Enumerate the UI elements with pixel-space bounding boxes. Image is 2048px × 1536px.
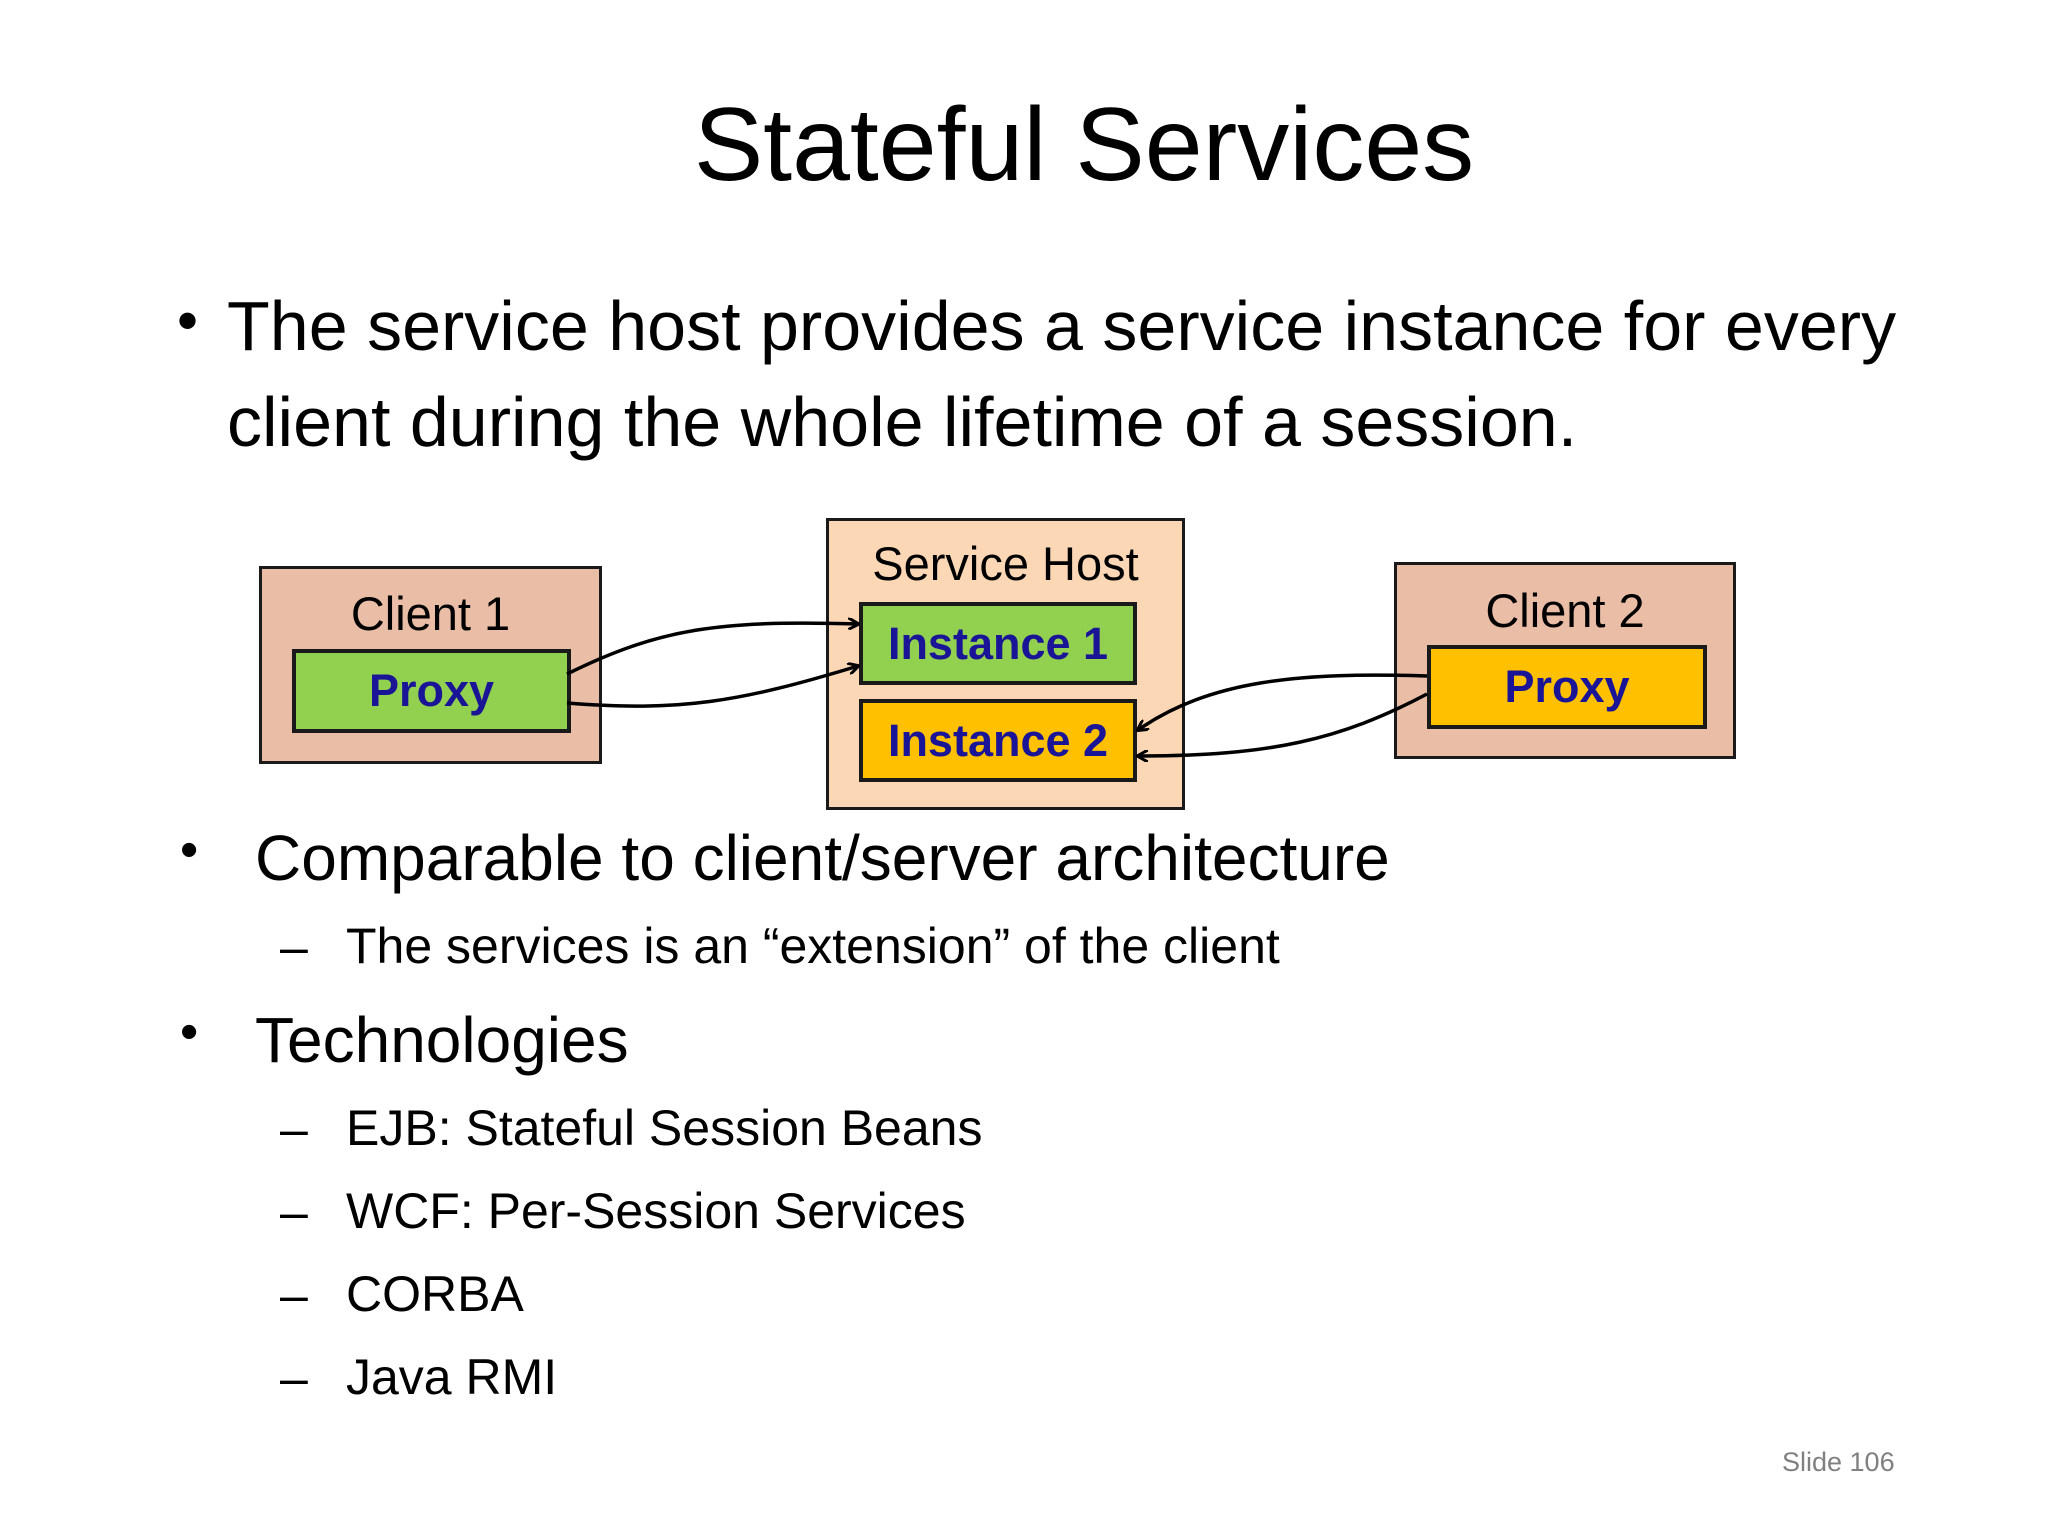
sub-bullet-extension: The services is an “extension” of the cl… bbox=[346, 918, 1280, 974]
dash-marker: – bbox=[280, 1184, 308, 1240]
slide-number: Slide 106 bbox=[1782, 1447, 1895, 1477]
bullet-marker: • bbox=[177, 287, 199, 354]
client1-label: Client 1 bbox=[350, 587, 511, 640]
arrow-client1-to-instance1-a bbox=[566, 623, 858, 676]
bullet-comparable: Comparable to client/server architecture bbox=[255, 822, 1390, 894]
bullet-technologies: Technologies bbox=[255, 1004, 629, 1076]
service-host-box: Service Host Instance 1 Instance 2 bbox=[826, 518, 1185, 810]
instance1-box: Instance 1 bbox=[859, 602, 1137, 685]
bullet-marker: • bbox=[180, 821, 199, 879]
sub-bullet-wcf: WCF: Per-Session Services bbox=[346, 1183, 966, 1239]
sub-bullet-corba: CORBA bbox=[346, 1266, 524, 1322]
slide-title: Stateful Services bbox=[693, 87, 1475, 203]
dash-marker: – bbox=[280, 919, 308, 975]
sub-bullet-java-rmi: Java RMI bbox=[346, 1349, 558, 1405]
arrow-client2-to-instance2-b bbox=[1138, 692, 1428, 756]
service-host-label: Service Host bbox=[872, 537, 1139, 590]
client1-proxy: Proxy bbox=[292, 649, 571, 733]
arrow-client1-to-instance1-b bbox=[566, 666, 858, 708]
bullet-marker: • bbox=[180, 1003, 199, 1061]
dash-marker: – bbox=[280, 1350, 308, 1406]
client1-box: Client 1 Proxy bbox=[259, 566, 602, 764]
client2-proxy: Proxy bbox=[1427, 645, 1707, 729]
dash-marker: – bbox=[280, 1267, 308, 1323]
sub-bullet-ejb: EJB: Stateful Session Beans bbox=[346, 1100, 983, 1156]
arrow-client2-to-instance2-a bbox=[1138, 673, 1428, 730]
intro-bullet-text: The service host provides a service inst… bbox=[227, 287, 1897, 461]
instance2-box: Instance 2 bbox=[859, 699, 1137, 782]
client2-label: Client 2 bbox=[1485, 584, 1645, 637]
dash-marker: – bbox=[280, 1101, 308, 1157]
client2-box: Client 2 Proxy bbox=[1394, 562, 1736, 759]
